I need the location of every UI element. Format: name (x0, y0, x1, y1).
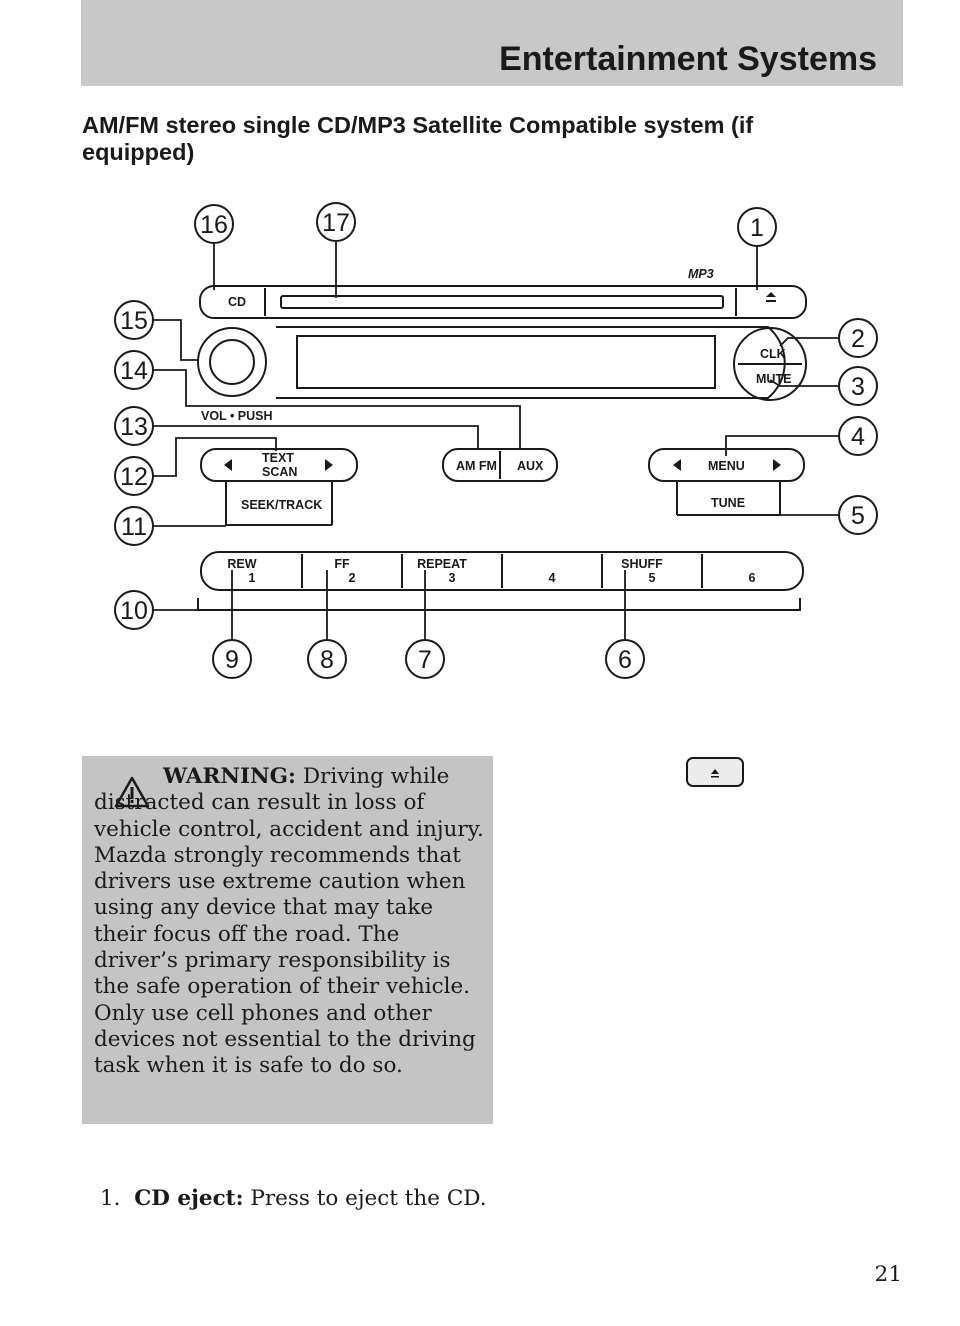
callout-circle (405, 639, 445, 679)
callout-number: 5 (851, 502, 865, 530)
vol-push-label: VOL • PUSH (201, 409, 273, 423)
seek-track-rocker (200, 448, 358, 482)
callout-number: 8 (320, 646, 334, 674)
callout-circle (114, 300, 154, 340)
clk-mute-button (733, 327, 807, 401)
callout-circle (114, 350, 154, 390)
callout-number: 10 (120, 597, 148, 625)
warning-label: WARNING: (163, 764, 296, 789)
callout-number: 6 (618, 646, 632, 674)
callout-number: 7 (418, 646, 432, 674)
item-number: 1. (100, 1186, 121, 1211)
text-label: TEXT (262, 451, 294, 465)
preset-number-label: 3 (449, 571, 456, 585)
callout-circle (114, 590, 154, 630)
preset-name-label: REPEAT (417, 557, 467, 571)
item-cd-eject: 1. CD eject: Press to eject the CD. (100, 1186, 487, 1211)
callout-circle (838, 495, 878, 535)
preset-number-label: 5 (649, 571, 656, 585)
callout-number: 11 (121, 513, 147, 541)
eject-button-illustration (686, 757, 744, 787)
callout-number: 13 (120, 413, 148, 441)
header-title: Entertainment Systems (499, 40, 877, 78)
warning-box: WARNING: Driving while distracted can re… (82, 756, 493, 1124)
cd-slot-bar (199, 285, 807, 319)
preset-name-label: REW (227, 557, 256, 571)
preset-number-label: 4 (549, 571, 556, 585)
callout-circle (114, 456, 154, 496)
callout-circle (114, 406, 154, 446)
callout-number: 16 (200, 211, 228, 239)
callout-circle (605, 639, 645, 679)
header-band: Entertainment Systems (81, 0, 903, 86)
warning-triangle-icon (114, 776, 150, 808)
tune-left-icon (673, 459, 681, 471)
callout-circle (838, 416, 878, 456)
amfm-aux-button (442, 448, 558, 482)
preset-name-label: SHUFF (621, 557, 663, 571)
preset-number-label: 6 (749, 571, 756, 585)
mp3-logo: MP3 (688, 267, 714, 281)
callout-circle (307, 639, 347, 679)
scan-label: SCAN (262, 465, 297, 479)
display-window (296, 335, 716, 389)
callout-number: 4 (851, 423, 865, 451)
faceplate (276, 326, 786, 399)
callout-number: 1 (750, 214, 764, 242)
preset-name-label: FF (334, 557, 350, 571)
callout-number: 3 (851, 373, 865, 401)
seek-right-icon (325, 459, 333, 471)
seek-track-label: SEEK/TRACK (241, 498, 322, 512)
callout-number: 15 (120, 307, 148, 335)
preset-number-label: 2 (349, 571, 356, 585)
item-term: CD eject: (134, 1186, 244, 1211)
clk-label: CLK (760, 347, 786, 361)
page-number: 21 (874, 1262, 902, 1287)
callout-circle (212, 639, 252, 679)
radio-diagram: MP3 CD VOL • PUSH CLK MUTE TEXT SCAN SEE… (114, 202, 878, 679)
item-text: Press to eject the CD. (243, 1186, 487, 1211)
callout-circle (838, 366, 878, 406)
cd-slot (280, 295, 724, 309)
aux-label: AUX (517, 459, 544, 473)
mute-label: MUTE (756, 372, 791, 386)
eject-icon (711, 769, 719, 778)
volume-knob (197, 327, 267, 397)
callout-circle (737, 207, 777, 247)
callout-number: 14 (120, 357, 148, 385)
preset-number-label: 1 (249, 571, 256, 585)
callout-number: 17 (322, 209, 350, 237)
callout-circle (114, 506, 154, 546)
callout-number: 2 (851, 325, 865, 353)
cd-label: CD (228, 295, 246, 309)
callout-circle (316, 202, 356, 242)
section-title: AM/FM stereo single CD/MP3 Satellite Com… (82, 112, 754, 165)
tune-right-icon (773, 459, 781, 471)
callout-number: 12 (120, 463, 148, 491)
callout-number: 9 (225, 646, 239, 674)
callout-circle (838, 318, 878, 358)
amfm-label: AM FM (456, 459, 497, 473)
menu-label: MENU (708, 459, 745, 473)
tune-label: TUNE (711, 496, 745, 510)
seek-left-icon (224, 459, 232, 471)
eject-icon (766, 292, 776, 302)
warning-body: Driving while distracted can result in l… (94, 764, 484, 1079)
callout-circle (194, 204, 234, 244)
warning-text: WARNING: Driving while distracted can re… (94, 764, 486, 1080)
preset-bar (200, 551, 804, 591)
